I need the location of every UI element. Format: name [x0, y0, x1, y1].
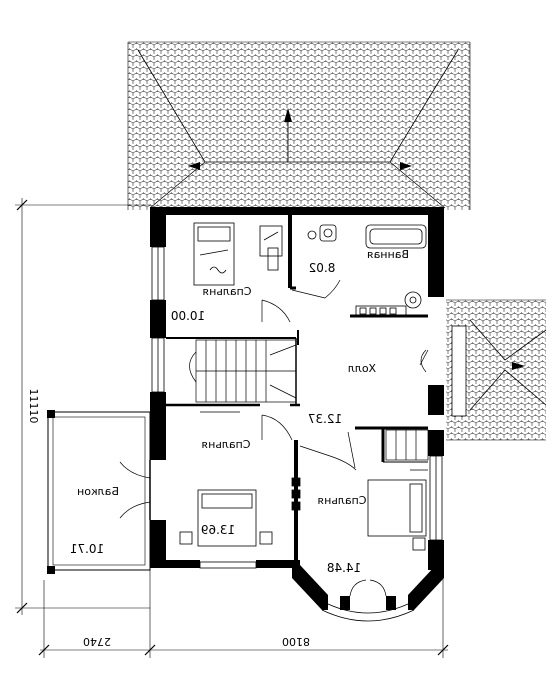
room-label-bedroom-mid: Спальня: [202, 438, 251, 451]
dimension-height: [15, 198, 150, 615]
roof-top: [127, 41, 471, 210]
staircase: [189, 339, 429, 461]
room-area-bedroom-right: 14.48: [327, 561, 361, 575]
room-area-bathroom: 8.02: [309, 261, 336, 275]
dimension-balcony-label: 2740: [83, 635, 111, 648]
bathroom-fixtures: [307, 224, 427, 317]
room-label-bedroom-top: Спальня: [203, 285, 252, 298]
room-label-balcony: Балкон: [77, 485, 119, 498]
roof-side: [446, 299, 547, 441]
room-area-bedroom-top: 10.00: [171, 309, 205, 323]
walls: [150, 207, 444, 610]
room-area-hall: 12.37: [308, 412, 342, 426]
windows: [151, 208, 443, 622]
room-label-bedroom-right: Спальня: [318, 494, 367, 507]
bedroom-furniture: [179, 222, 428, 551]
room-label-bathroom: Ванная: [367, 248, 409, 261]
dimension-height-label: 11110: [27, 389, 40, 424]
doors: [119, 279, 429, 597]
dimension-house-label: 8100: [282, 635, 310, 648]
room-area-bedroom-mid: 13.69: [201, 523, 235, 537]
room-area-balcony: 10.71: [70, 542, 104, 556]
room-label-hall: Холл: [348, 362, 376, 375]
